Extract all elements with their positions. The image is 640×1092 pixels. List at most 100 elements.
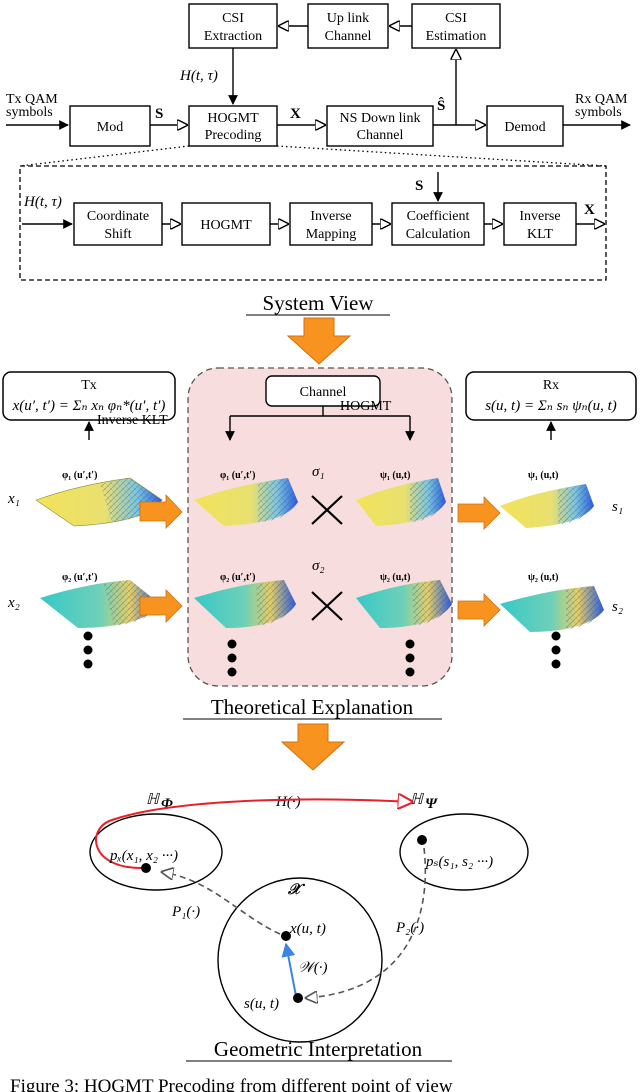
orange-arrow-r1-left-icon (139, 493, 183, 529)
system-view: CSI Extraction Up link Channel CSI Estim… (6, 3, 631, 316)
surface-psi1-mid-icon (356, 478, 446, 526)
projection-p2-arrow (306, 847, 427, 998)
rx-box (465, 371, 637, 421)
inverse-klt-text: Inverse KLT (97, 413, 168, 428)
demod-label: Demod (504, 120, 545, 135)
chi-space (217, 877, 383, 1043)
surface-phi1-mid-icon (194, 478, 298, 526)
h-phi-space (89, 813, 223, 891)
h-phi-subscript: Φ (161, 796, 173, 812)
rx-qam-label-2: symbols (575, 105, 622, 120)
psi2-label-right: ψ₂ (u,t) (528, 572, 558, 583)
inv-klt-label-2: KLT (527, 227, 553, 242)
channel-label: Channel (300, 385, 347, 400)
x-label: X (290, 106, 301, 122)
detail-s-label: S (415, 178, 423, 194)
inverse-klt-block: Inverse KLT (503, 202, 577, 246)
phi2-label-mid: φ₂ (u′,t′) (220, 572, 255, 583)
w-operator-label: 𝒲(·) (298, 960, 327, 976)
system-view-title: System View (263, 291, 375, 315)
sigma1-label: σ₁ (312, 464, 325, 480)
chi-label: 𝒳 (287, 882, 306, 898)
tx-box (2, 371, 176, 421)
psi1-label-mid: ψ₁ (u,t) (380, 470, 410, 481)
w-operator-arrow (281, 942, 297, 997)
coeff-label-1: Coefficient (407, 209, 470, 224)
phi1-label-mid: φ₁ (u′,t′) (220, 470, 255, 481)
hogmt-text: HOGMT (340, 399, 392, 414)
demod-block: Demod (486, 105, 564, 147)
s-label: S (155, 106, 163, 122)
coord-shift-label-2: Shift (104, 227, 131, 242)
ps-point (417, 835, 427, 845)
x-ut-label: x(u, t) (289, 921, 326, 937)
px-point (141, 863, 151, 873)
multiply-icon-1 (311, 495, 343, 525)
detail-h-label: H(t, τ) (23, 194, 62, 210)
hogmt-block: HOGMT (181, 202, 271, 246)
psi1-label-right: ψ₁ (u,t) (528, 470, 558, 481)
down-arrow-2-icon (280, 723, 346, 771)
phi2-label-left: φ₂ (u′,t′) (62, 572, 97, 583)
hogmt-precoding-block: HOGMT Precoding (188, 105, 278, 147)
inv-mapping-label-1: Inverse (310, 209, 351, 224)
coord-shift-label-1: Coordinate (87, 209, 149, 224)
orange-arrow-r2-left-icon (139, 589, 183, 623)
uplink-label-2: Channel (325, 29, 372, 44)
csi-estimation-block: CSI Estimation (411, 3, 501, 49)
rx-formula: s(u, t) = Σₙ sₙ ψₙ(u, t) (485, 398, 617, 414)
detail-x-label: X (584, 202, 595, 218)
h-operator-label: H(·) (275, 794, 301, 810)
coefficient-calculation-block: Coefficient Calculation (391, 202, 485, 246)
h-t-tau-label: H(t, τ) (179, 68, 218, 84)
p2-label: P₂(·) (395, 920, 424, 936)
hogmt-label: HOGMT (200, 218, 252, 233)
h-psi-label: ℍ (410, 792, 424, 808)
mapping-h-arrow (95, 799, 412, 870)
zoom-line-left (19, 145, 190, 167)
precoding-detail-frame (19, 165, 607, 281)
ps-label: pₛ(s₁, s₂ ···) (425, 854, 493, 870)
rx-qam-label-1: Rx QAM (575, 92, 628, 107)
inv-klt-label-1: Inverse (519, 209, 560, 224)
surface-psi2-mid-icon (356, 580, 452, 628)
tx-qam-label-1: Tx QAM (6, 92, 58, 107)
s-ut-label: s(u, t) (244, 996, 279, 1012)
ns-downlink-block: NS Down link Channel (326, 105, 434, 147)
x2-label: x₂ (7, 595, 20, 611)
csi-estimation-label-2: Estimation (426, 29, 487, 44)
csi-extraction-label-2: Extraction (204, 29, 262, 44)
surface-phi2-mid-icon (194, 580, 296, 628)
theoretical-title: Theoretical Explanation (211, 695, 414, 719)
h-psi-subscript: Ψ (425, 796, 438, 812)
csi-estimation-label-1: CSI (445, 11, 467, 26)
inverse-mapping-block: Inverse Mapping (289, 202, 373, 246)
ellipsis-dots (83, 631, 561, 677)
mod-label: Mod (97, 120, 123, 135)
rx-title: Rx (543, 378, 559, 393)
uplink-label-1: Up link (327, 11, 369, 26)
precoding-label-2: Precoding (205, 128, 262, 143)
tx-title: Tx (81, 378, 97, 393)
inv-mapping-label-2: Mapping (306, 227, 357, 242)
orange-arrow-r2-right-icon (457, 593, 501, 627)
h-phi-label: ℍ (146, 792, 160, 808)
multiply-icon-2 (311, 591, 343, 621)
projection-p1-arrow (162, 872, 281, 935)
precoding-label-1: HOGMT (207, 111, 259, 126)
s-ut-point (293, 993, 303, 1003)
s2-label: s₂ (612, 599, 623, 615)
surface-psi2-right-icon (500, 586, 604, 632)
h-psi-space (399, 813, 529, 891)
csi-extraction-block: CSI Extraction (188, 3, 278, 49)
tx-formula: x(u′, t′) = Σₙ xₙ φₙ*(u′, t′) (12, 398, 166, 414)
sigma2-label: σ₂ (312, 558, 325, 574)
x1-label: x₁ (7, 491, 20, 507)
surface-psi1-right-icon (500, 484, 594, 528)
geometric-interpretation: ℍ Φ ℍ Ψ H(·) pₓ(x₁, x₂ ···) pₛ(s₁, s₂ ··… (89, 792, 529, 1062)
psi2-label-mid: ψ₂ (u,t) (380, 572, 410, 583)
coeff-label-2: Calculation (406, 227, 471, 242)
down-arrow-1-icon (286, 317, 352, 365)
mod-block: Mod (69, 105, 151, 147)
